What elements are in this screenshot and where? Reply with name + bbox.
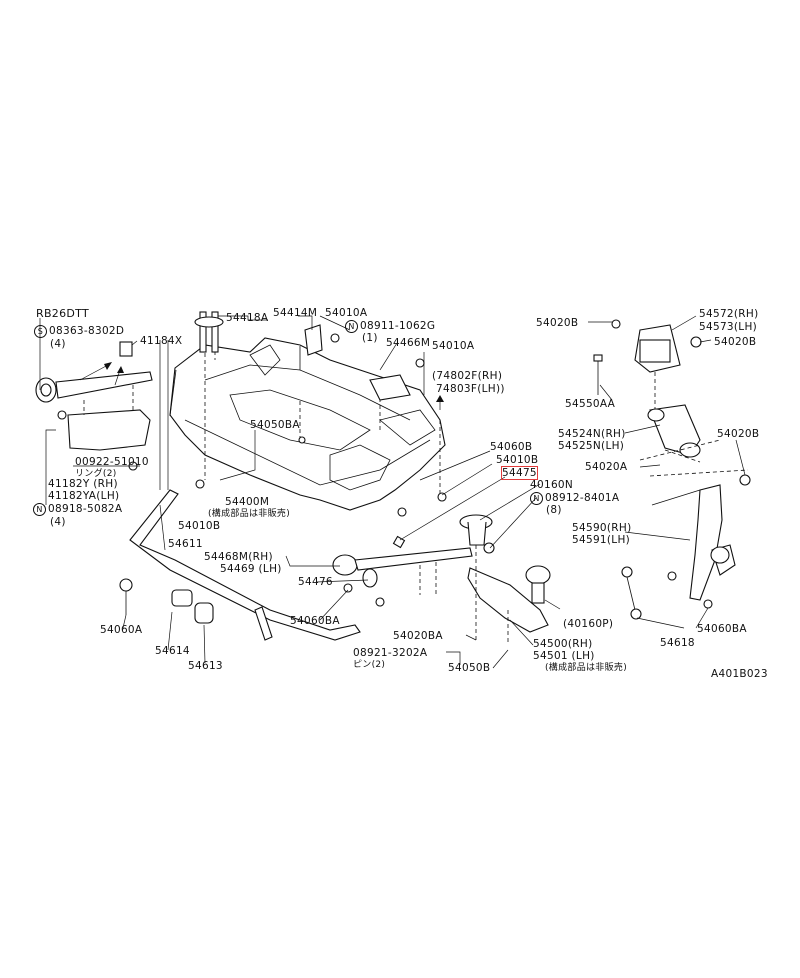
part-41182ya-label[interactable]: 41182YA(LH) (48, 490, 120, 502)
part-74802f-label[interactable]: (74802F(RH) (432, 370, 503, 382)
n-marker: N (345, 320, 358, 333)
part-08921-note: ピン(2) (353, 660, 386, 670)
part-54550aa-label[interactable]: 54550AA (565, 398, 616, 410)
part-54476-label[interactable]: 54476 (298, 576, 333, 588)
upper-mount-drawing (593, 319, 702, 410)
crossmember-bolts (194, 311, 447, 549)
part-54060ba-label-2[interactable]: 54060BA (697, 623, 747, 635)
part-54020b-label-1[interactable]: 54020B (536, 317, 579, 329)
part-54020b-label-3[interactable]: 54020B (717, 428, 760, 440)
part-00922-note: リング(2) (75, 469, 117, 479)
stabilizer-link-drawing (621, 566, 677, 620)
part-08918-qty: (4) (50, 516, 66, 528)
n-marker: N (33, 503, 46, 516)
part-54613-label[interactable]: 54613 (188, 660, 223, 672)
part-40160p-label[interactable]: (40160P) (563, 618, 614, 630)
part-54618-label[interactable]: 54618 (660, 637, 695, 649)
part-08363-qty: (4) (50, 338, 66, 350)
part-08911-qty: (1) (362, 332, 378, 344)
part-54400m-note: (構成部品は非販売) (208, 509, 291, 519)
s-marker: S (34, 325, 47, 338)
engine-label: RB26DTT (36, 307, 90, 320)
part-54010b-label-2[interactable]: 54010B (178, 520, 221, 532)
part-08912-number: 08912-8401A (545, 492, 620, 504)
left-bracket-drawing (35, 341, 153, 471)
part-54466m-label[interactable]: 54466M (386, 337, 431, 349)
part-54418a-label[interactable]: 54418A (226, 312, 269, 324)
part-54020a-label[interactable]: 54020A (585, 461, 628, 473)
part-08912-qty: (8) (546, 504, 562, 516)
part-54614-label[interactable]: 54614 (155, 645, 190, 657)
part-41182y-label[interactable]: 41182Y (RH) (48, 478, 118, 490)
part-54050ba-label-1[interactable]: 54050BA (250, 419, 300, 431)
part-08921-label[interactable]: 08921-3202A (353, 647, 428, 659)
part-54060ba-label-1[interactable]: 54060BA (290, 615, 340, 627)
part-54060a-label[interactable]: 54060A (100, 624, 143, 636)
n-marker: N (530, 492, 543, 505)
part-40160n-label[interactable]: 40160N (530, 479, 574, 491)
tension-rod-drawing (332, 547, 473, 607)
part-54050b-label[interactable]: 54050B (448, 662, 491, 674)
part-54573-label[interactable]: 54573(LH) (699, 321, 758, 333)
part-54400m-label[interactable]: 54400M (225, 496, 270, 508)
part-54500-note: (構成部品は非販売) (545, 663, 628, 673)
part-54020b-label-2[interactable]: 54020B (714, 336, 757, 348)
part-08911-number: 08911-1062G (360, 320, 436, 332)
part-54591-label[interactable]: 54591(LH) (572, 534, 631, 546)
part-54414m-label[interactable]: 54414M (273, 307, 318, 319)
part-54525n-label[interactable]: 54525N(LH) (558, 440, 625, 452)
part-54572-label[interactable]: 54572(RH) (699, 308, 759, 320)
part-74803f-label[interactable]: 74803F(LH)) (436, 383, 505, 395)
part-54010b-label-1[interactable]: 54010B (496, 454, 539, 466)
part-54524n-label[interactable]: 54524N(RH) (558, 428, 626, 440)
part-54020ba-label[interactable]: 54020BA (393, 630, 443, 642)
part-08918-number: 08918-5082A (48, 503, 123, 515)
upright-drawing (689, 484, 736, 609)
part-41184x-label[interactable]: 41184X (140, 335, 183, 347)
part-54501-label[interactable]: 54501 (LH) (533, 650, 595, 662)
part-54469-label[interactable]: 54469 (LH) (220, 563, 282, 575)
stabilizer-drawing (119, 489, 361, 641)
part-00922-label[interactable]: 00922-51010 (75, 456, 149, 468)
leader-lines (39, 315, 749, 669)
upper-arm-drawing (647, 404, 751, 506)
part-54475-label[interactable]: 54475 (501, 466, 538, 480)
part-54500-label[interactable]: 54500(RH) (533, 638, 593, 650)
part-54060b-label[interactable]: 54060B (490, 441, 533, 453)
part-54010a-label-2[interactable]: 54010A (432, 340, 475, 352)
part-54611-label[interactable]: 54611 (168, 538, 203, 550)
diagram-code: A401B023 (711, 668, 768, 680)
part-08363-number: 08363-8302D (49, 325, 125, 337)
part-54468m-label[interactable]: 54468M(RH) (204, 551, 273, 563)
part-54010a-label-1[interactable]: 54010A (325, 307, 368, 319)
lower-arm-drawing (459, 514, 551, 645)
part-54590-label[interactable]: 54590(RH) (572, 522, 632, 534)
